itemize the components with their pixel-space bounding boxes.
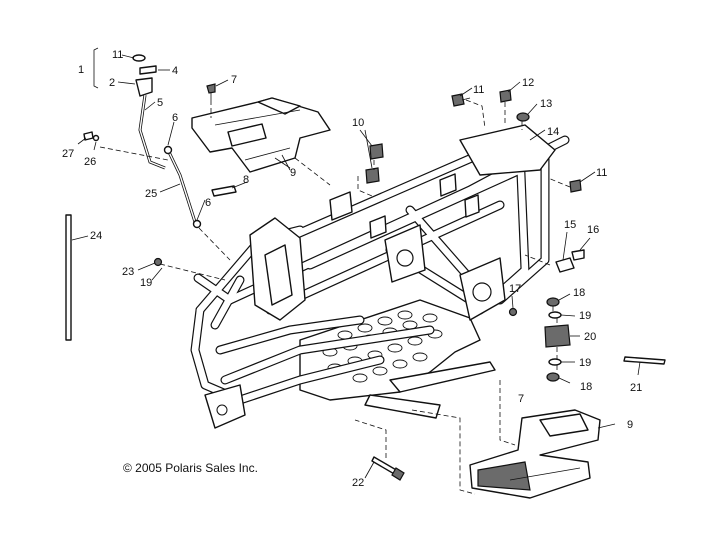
callout-14: 14 bbox=[547, 126, 559, 138]
callout-19-left: 19 bbox=[140, 277, 152, 289]
part-20-mount bbox=[544, 324, 571, 348]
callout-3: 11 bbox=[112, 49, 123, 61]
callout-19-lower: 19 bbox=[579, 357, 591, 369]
copyright-notice: © 2005 Polaris Sales Inc. bbox=[123, 461, 258, 475]
mid-gusset-hole bbox=[396, 249, 414, 267]
callout-11-upper: 11 bbox=[473, 84, 484, 96]
callout-26: 26 bbox=[84, 156, 96, 168]
part-7-screw-upper bbox=[206, 83, 216, 94]
part-24-bolt bbox=[65, 214, 72, 341]
frame-tab bbox=[464, 194, 480, 218]
part-12-cap bbox=[499, 89, 512, 103]
frame-tab bbox=[369, 215, 387, 239]
callout-22: 22 bbox=[352, 477, 364, 489]
part-8-pin bbox=[211, 185, 237, 197]
part-26-washer bbox=[92, 134, 100, 142]
callout-19-upper: 19 bbox=[579, 310, 591, 322]
part-19-washer-lower bbox=[548, 358, 562, 366]
callout-23: 23 bbox=[122, 266, 134, 278]
callout-7-upper: 7 bbox=[231, 74, 237, 86]
callout-12: 12 bbox=[522, 77, 534, 89]
leader-lines bbox=[71, 47, 641, 479]
rear-cross-member bbox=[459, 124, 556, 176]
front-bracket-hole bbox=[216, 404, 228, 416]
main-frame bbox=[190, 124, 570, 429]
callout-20: 20 bbox=[584, 331, 596, 343]
callout-labels: 1 2 11 4 5 6 6 7 7 8 9 9 10 11 11 12 13 … bbox=[62, 49, 642, 489]
part-15-bracket bbox=[555, 257, 575, 273]
part-2-fitting bbox=[135, 77, 153, 97]
footrest-lower bbox=[469, 409, 601, 499]
part-10-bushing-upper bbox=[369, 143, 384, 160]
callout-18-lower: 18 bbox=[580, 381, 592, 393]
part-11-bolt-right bbox=[569, 179, 582, 193]
callout-21: 21 bbox=[630, 382, 642, 394]
skid-rail-lower bbox=[364, 394, 441, 419]
callout-16: 16 bbox=[587, 224, 599, 236]
part-5-line-inner bbox=[139, 94, 166, 169]
part-22-bolt-head bbox=[391, 467, 405, 481]
callout-10: 10 bbox=[352, 117, 364, 129]
callout-18-upper: 18 bbox=[573, 287, 585, 299]
frame-tab bbox=[329, 191, 353, 221]
part-4-clip bbox=[139, 65, 157, 75]
callout-2: 2 bbox=[109, 77, 115, 89]
dashed-assembly-lines bbox=[99, 99, 571, 495]
callout-15: 15 bbox=[564, 219, 576, 231]
part-18-nut-upper bbox=[546, 297, 560, 307]
part-10-bushing-lower bbox=[365, 167, 380, 184]
part-19-washer-upper bbox=[548, 311, 562, 319]
part-6-clamp-upper bbox=[163, 145, 173, 155]
callout-24: 24 bbox=[90, 230, 102, 242]
frame-tab bbox=[439, 173, 457, 197]
part-25-line-inner bbox=[167, 149, 196, 223]
callout-9-upper: 9 bbox=[290, 167, 296, 179]
callout-6-upper: 6 bbox=[172, 112, 178, 124]
callout-5: 5 bbox=[157, 97, 163, 109]
callout-11-right: 11 bbox=[596, 167, 607, 179]
skid-rail bbox=[389, 361, 496, 393]
rear-gusset-hole bbox=[472, 282, 492, 302]
callout-9-lower: 9 bbox=[627, 419, 633, 431]
callout-4: 4 bbox=[172, 65, 178, 77]
part-18-nut-lower bbox=[546, 372, 560, 382]
callout-8: 8 bbox=[243, 174, 249, 186]
part-6-clamp-lower bbox=[192, 219, 202, 229]
part-17-nut bbox=[508, 307, 518, 317]
frame-tubes bbox=[190, 135, 570, 405]
callout-6-lower: 6 bbox=[205, 197, 211, 209]
callout-17: 17 bbox=[509, 283, 521, 295]
part-11-bolt-upper bbox=[451, 93, 465, 107]
part-16-clip bbox=[571, 249, 585, 261]
part-3-pin bbox=[132, 54, 146, 62]
callout-27: 27 bbox=[62, 148, 74, 160]
part-23-nut bbox=[153, 257, 163, 267]
steering-head-window bbox=[264, 244, 293, 306]
callout-7-lower: 7 bbox=[518, 393, 524, 405]
callout-25: 25 bbox=[145, 188, 157, 200]
part-27-screw bbox=[83, 131, 94, 141]
rack-plate-upper bbox=[191, 97, 331, 173]
callout-1: 1 bbox=[78, 64, 84, 76]
part-21-rod bbox=[623, 356, 666, 365]
part-13-nut bbox=[516, 112, 530, 122]
callout-13: 13 bbox=[540, 98, 552, 110]
